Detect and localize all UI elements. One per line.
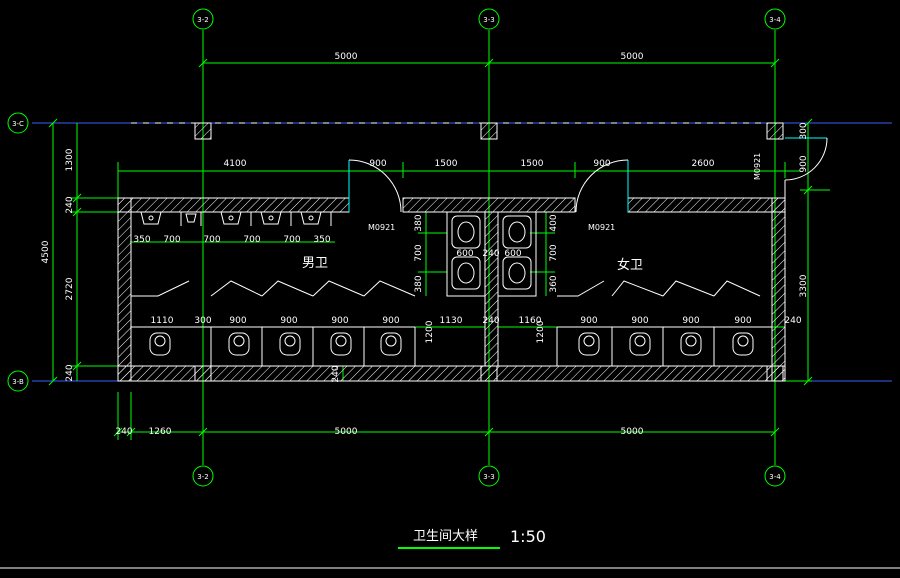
dim-stall-right-2: 900 (631, 316, 648, 326)
dim-sink-left-width: 600 (456, 249, 473, 259)
dim-sink-left-3: 700 (414, 244, 424, 261)
dim-sink-left-1: 380 (414, 214, 424, 231)
dim-left-overall: 4500 (41, 240, 51, 263)
dim-left-4: 240 (65, 364, 75, 381)
dim-wall-bottom: 240 (331, 365, 341, 382)
dimension-labels: 5000 5000 4100 900 1500 1500 900 2600 35… (115, 52, 801, 437)
wash-basins (446, 211, 537, 297)
dimension-lines (48, 58, 830, 440)
room-label-mens: 男卫 (302, 256, 328, 271)
dim-top-detail-2: 900 (369, 159, 386, 169)
dim-sink-left-4: 380 (414, 275, 424, 292)
dim-stall-right-4: 900 (734, 316, 751, 326)
axis-label-top-2: 3-3 (483, 16, 494, 24)
dim-urinal-5: 700 (283, 235, 300, 245)
door-label-right: M0921 (588, 223, 615, 232)
dim-stall-mid-1: 1200 (425, 320, 435, 343)
walls (117, 197, 786, 382)
dim-sink-right-3: 700 (549, 244, 559, 261)
grid-bubble-labels: 3-2 3-3 3-4 3-2 3-3 3-4 3-C 3-B (12, 16, 781, 481)
doors (348, 137, 828, 213)
dim-urinal-6: 350 (313, 235, 330, 245)
dim-stall-mid-4: 1160 (519, 316, 542, 326)
dim-stall-mid-2: 1130 (440, 316, 463, 326)
dim-left-2: 240 (65, 196, 75, 213)
dim-stall-left-4: 900 (280, 316, 297, 326)
room-label-womens: 女卫 (617, 257, 643, 273)
columns (131, 122, 784, 382)
dim-sink-right-width: 600 (504, 249, 521, 259)
door-labels: M0921 M0921 M0921 (368, 153, 762, 232)
dim-stall-right-3: 900 (682, 316, 699, 326)
grid-bubbles (7, 8, 786, 487)
dim-right-3: 3300 (799, 274, 809, 297)
dim-top-overall-1: 5000 (335, 52, 358, 62)
dim-bottom-4: 5000 (621, 427, 644, 437)
axis-label-left-2: 3-B (12, 378, 24, 386)
axis-label-bottom-2: 3-3 (483, 473, 494, 481)
dim-stall-right-5: 240 (784, 316, 801, 326)
dim-urinal-2: 700 (163, 235, 180, 245)
dim-left-3: 2720 (65, 277, 75, 300)
dim-sink-mid: 240 (482, 249, 499, 259)
axis-label-top-1: 3-2 (197, 16, 208, 24)
dim-top-detail-3: 1500 (435, 159, 458, 169)
axis-label-bottom-3: 3-4 (769, 473, 781, 481)
door-label-exterior: M0921 (753, 153, 762, 180)
dim-urinal-1: 350 (133, 235, 150, 245)
door-label-left: M0921 (368, 223, 395, 232)
axis-label-bottom-1: 3-2 (197, 473, 208, 481)
dim-stall-mid-5: 1200 (536, 320, 546, 343)
dim-left-1: 1300 (65, 148, 75, 171)
squat-toilets (149, 332, 754, 356)
dim-stall-left-5: 900 (331, 316, 348, 326)
room-labels: 男卫 女卫 (302, 256, 643, 273)
vertical-dimension-labels: 4500 1300 240 2720 240 300 900 3300 380 … (41, 122, 809, 382)
dim-sink-right-4: 360 (549, 275, 559, 292)
axis-label-left-1: 3-C (12, 120, 24, 128)
dim-urinal-4: 700 (243, 235, 260, 245)
drawing-scale: 1:50 (510, 527, 546, 546)
dim-stall-left-1: 1110 (151, 316, 174, 326)
dim-right-1: 300 (799, 122, 809, 139)
urinals (140, 211, 332, 226)
dim-bottom-2: 1260 (149, 427, 172, 437)
dim-right-2: 900 (799, 155, 809, 172)
dim-top-detail-6: 2600 (692, 159, 715, 169)
dim-bottom-3: 5000 (335, 427, 358, 437)
stall-partitions (131, 280, 772, 366)
dim-stall-left-6: 900 (382, 316, 399, 326)
dim-sink-right-1: 400 (549, 214, 559, 231)
dim-top-detail-5: 900 (593, 159, 610, 169)
dim-bottom-1: 240 (115, 427, 132, 437)
axis-label-top-3: 3-4 (769, 16, 781, 24)
dim-top-overall-2: 5000 (621, 52, 644, 62)
drawing-title-name: 卫生间大样 (413, 529, 478, 544)
dim-stall-left-3: 900 (229, 316, 246, 326)
dim-urinal-3: 700 (203, 235, 220, 245)
dim-stall-mid-3: 240 (482, 316, 499, 326)
dim-stall-right-1: 900 (580, 316, 597, 326)
dim-top-detail-1: 4100 (224, 159, 247, 169)
dim-stall-left-2: 300 (194, 316, 211, 326)
dim-top-detail-4: 1500 (521, 159, 544, 169)
drawing-title: 卫生间大样 1:50 (0, 527, 900, 569)
